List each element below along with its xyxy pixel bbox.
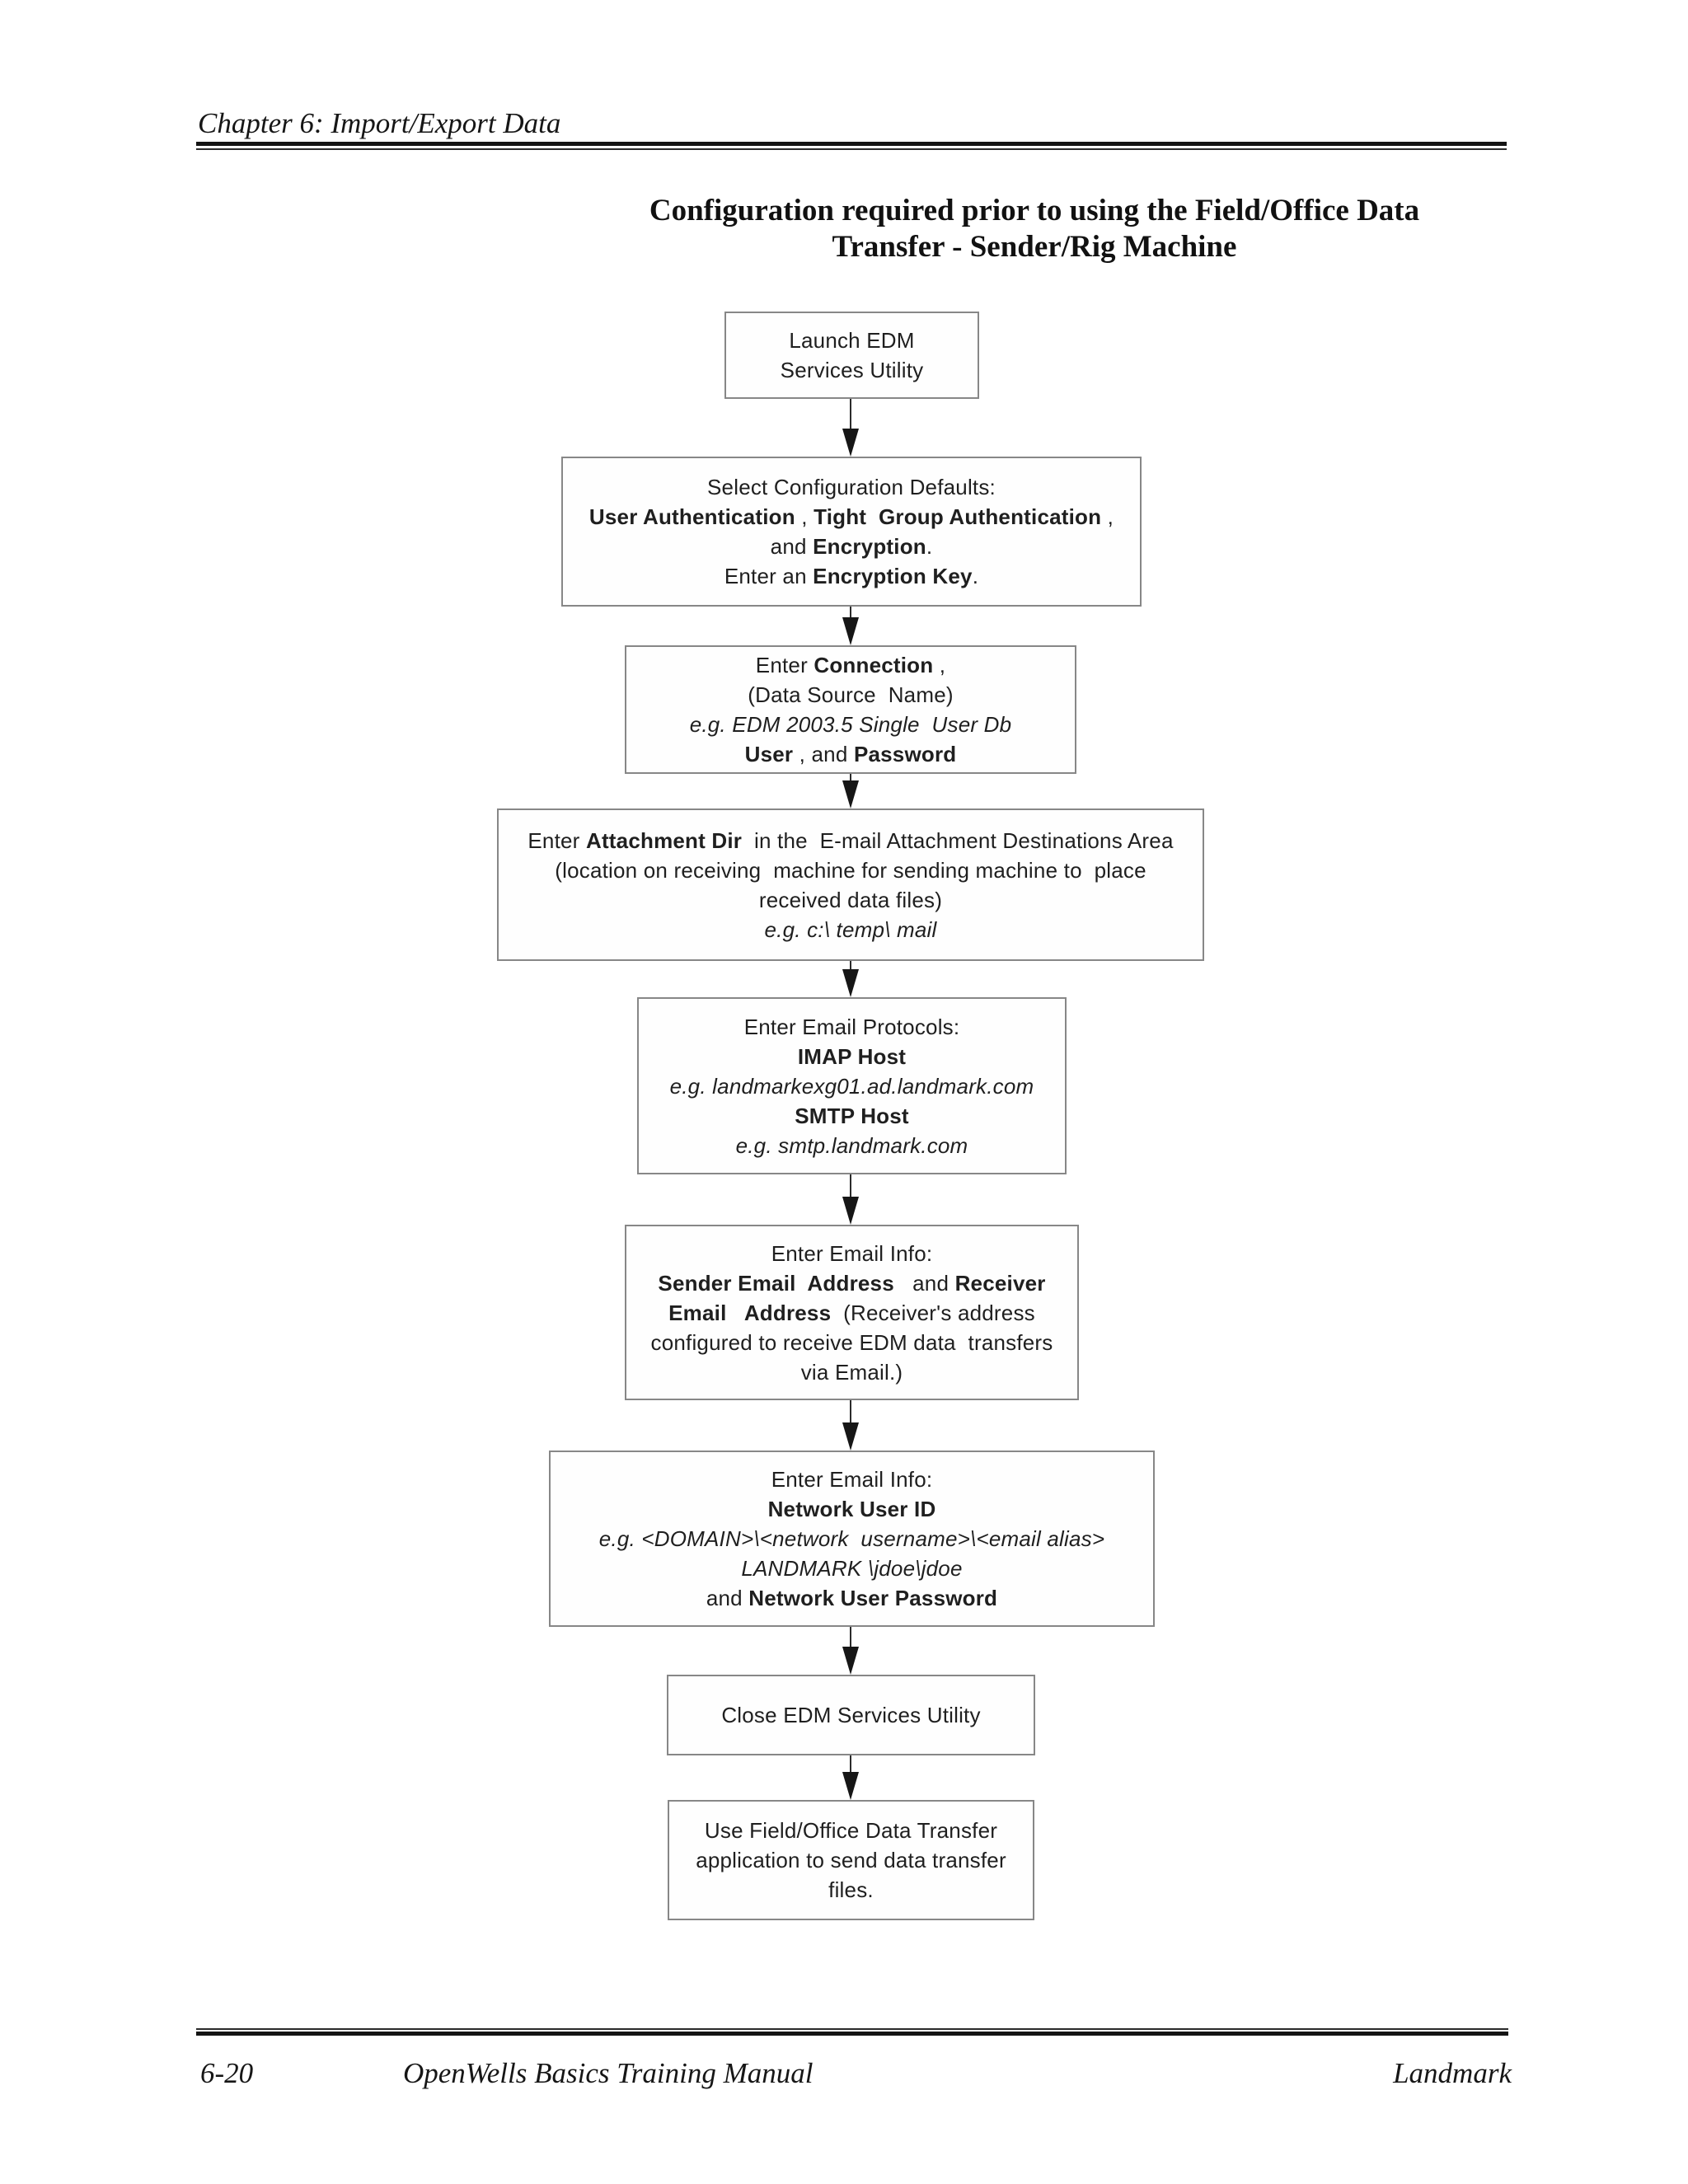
flow-box-line: Enter an Encryption Key.: [724, 564, 979, 588]
flow-box-line: e.g. c:\ temp\ mail: [764, 916, 937, 942]
flow-box-use-field-office-data-transfer: Use Field/Office Data Transfer applicatio…: [668, 1800, 1034, 1920]
chapter-rule-shadow: [196, 148, 1507, 150]
flow-arrow-down-1: [842, 399, 859, 457]
flow-box-line: User , and Password: [744, 742, 957, 766]
flow-box-line: Close EDM Services Utility: [721, 1703, 981, 1727]
flow-arrow-down-7: [842, 1627, 859, 1675]
flow-box-line: Select Configuration Defaults:: [707, 475, 996, 499]
chapter-header: Chapter 6: Import/Export Data: [198, 107, 561, 139]
flow-box-close-edm-services-utility: Close EDM Services Utility: [667, 1675, 1035, 1755]
footer-page-number: 6-20: [200, 2057, 254, 2089]
flow-box-line: Enter Connection ,: [755, 653, 946, 677]
footer-brand: Landmark: [1393, 2057, 1512, 2089]
flow-box-line: Network User ID: [767, 1497, 936, 1521]
arrow-head-icon: [842, 1422, 859, 1451]
flow-box-line: Launch EDM: [789, 328, 915, 353]
footer-rule-shadow: [196, 2028, 1508, 2030]
arrow-shaft: [850, 1755, 851, 1775]
flow-box-line: Enter Attachment Dir in the E-mail Attac…: [528, 827, 1174, 853]
arrow-shaft: [850, 607, 851, 621]
page-title-line-2: Transfer - Sender/Rig Machine: [832, 230, 1237, 264]
page-title: Configuration required prior to using th…: [462, 193, 1607, 265]
flow-box-line: Enter Email Protocols:: [743, 1014, 960, 1039]
arrow-head-icon: [842, 780, 859, 808]
flow-box-enter-connection: Enter Connection , (Data Source Name) e.g.…: [625, 645, 1076, 774]
flow-box-line: Services Utility: [780, 358, 924, 382]
flow-arrow-down-6: [842, 1400, 859, 1451]
flow-box-line: Email Address (Receiver's address: [668, 1300, 1035, 1325]
flow-arrow-down-3: [842, 774, 859, 808]
flow-arrow-down-2: [842, 607, 859, 645]
flow-box-line: Use Field/Office Data Transfer: [704, 1818, 998, 1843]
flow-box-line: and Network User Password: [706, 1586, 998, 1610]
flow-arrow-down-4: [842, 961, 859, 997]
page-title-line-1: Configuration required prior to using th…: [649, 194, 1420, 227]
flow-box-line: IMAP Host: [797, 1043, 907, 1069]
flow-box-line: via Email.): [800, 1359, 903, 1385]
flow-box-line: files.: [828, 1877, 874, 1902]
flow-box-line: (location on receiving machine for sendi…: [555, 857, 1146, 883]
arrow-head-icon: [842, 1647, 859, 1675]
flow-box-line: e.g. smtp.landmark.com: [735, 1132, 968, 1158]
chapter-rule: [196, 142, 1507, 146]
flow-box-line: received data files): [758, 887, 943, 912]
arrow-head-icon: [842, 969, 859, 997]
arrow-shaft: [850, 1174, 851, 1200]
arrow-shaft: [850, 399, 851, 432]
footer-manual-title: OpenWells Basics Training Manual: [403, 2057, 814, 2089]
flow-box-launch-edm-services-utility: Launch EDM Services Utility: [724, 312, 979, 399]
flow-box-line: and Encryption.: [770, 534, 933, 559]
arrow-shaft: [850, 774, 851, 784]
flow-box-line: (Data Source Name): [748, 682, 954, 707]
flow-box-line: e.g. <DOMAIN>\<network username>\<email …: [598, 1526, 1105, 1551]
flow-arrow-down-5: [842, 1174, 859, 1225]
arrow-shaft: [850, 961, 851, 972]
arrow-shaft: [850, 1627, 851, 1650]
flow-box-line: e.g. EDM 2003.5 Single User Db: [689, 712, 1012, 737]
flow-box-enter-attachment-dir: Enter Attachment Dir in the E-mail Attac…: [497, 808, 1204, 961]
arrow-head-icon: [842, 1772, 859, 1800]
flow-box-enter-email-info-addresses: Enter Email Info: Sender Email Address an…: [625, 1225, 1079, 1400]
flow-box-select-configuration-defaults: Select Configuration Defaults: User Authe…: [561, 457, 1142, 607]
flow-box-line: User Authentication , Tight Group Authen…: [588, 504, 1114, 529]
flow-box-line: Enter Email Info:: [771, 1240, 933, 1266]
flow-box-line: e.g. landmarkexg01.ad.landmark.com: [669, 1073, 1034, 1099]
arrow-shaft: [850, 1400, 851, 1426]
flow-box-line: configured to receive EDM data transfers: [650, 1329, 1053, 1355]
flow-arrow-down-8: [842, 1755, 859, 1800]
flow-box-line: SMTP Host: [795, 1103, 909, 1128]
footer-rule: [196, 2032, 1508, 2036]
arrow-head-icon: [842, 429, 859, 457]
arrow-head-icon: [842, 617, 859, 645]
flow-box-line: application to send data transfer: [696, 1848, 1006, 1872]
flow-box-line: Sender Email Address and Receiver: [658, 1270, 1046, 1296]
flow-box-line: LANDMARK \jdoe\jdoe: [741, 1556, 963, 1581]
arrow-head-icon: [842, 1197, 859, 1225]
flow-box-enter-email-protocols: Enter Email Protocols: IMAP Host e.g. land…: [637, 997, 1067, 1174]
flow-box-line: Enter Email Info:: [771, 1467, 933, 1492]
flow-box-enter-email-info-network-user: Enter Email Info: Network User ID e.g. <DO…: [549, 1451, 1155, 1627]
